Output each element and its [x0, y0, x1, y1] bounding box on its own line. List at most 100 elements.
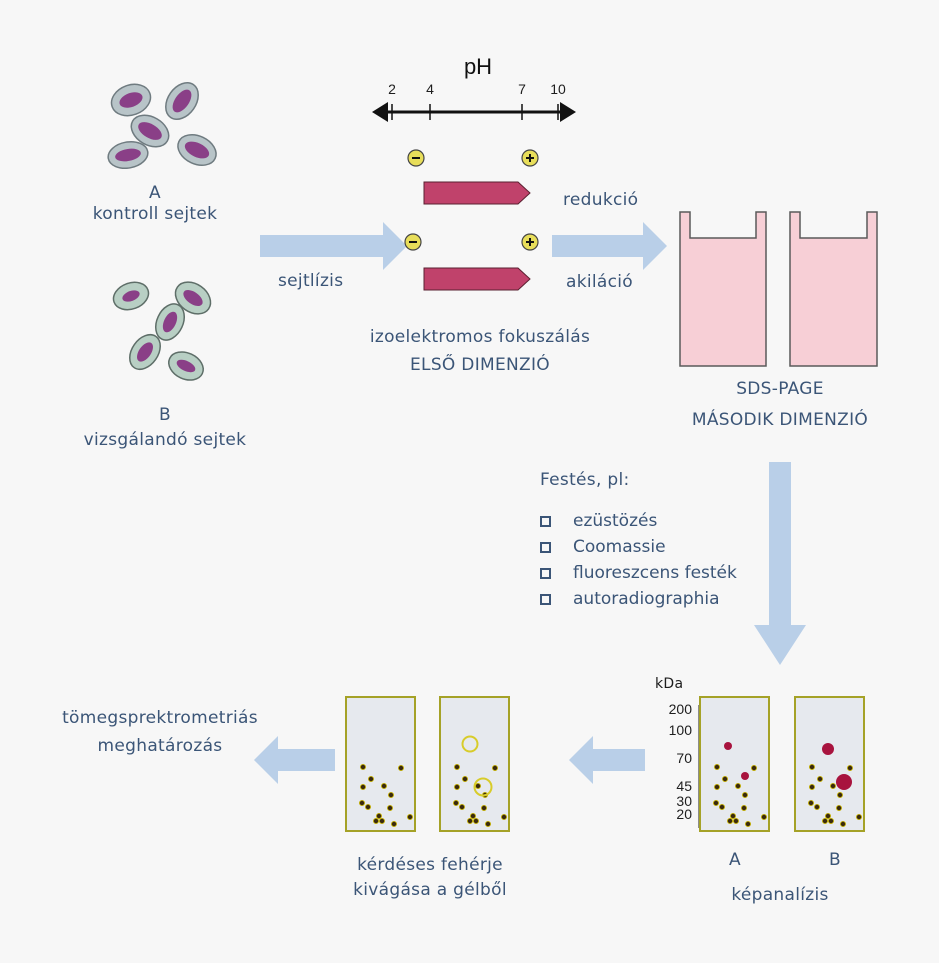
gel-a-spots [713, 764, 768, 828]
spot [822, 818, 829, 825]
cell-b5-icon [168, 351, 204, 381]
gel-a-red-spot [741, 772, 749, 780]
spot [828, 818, 835, 825]
ph-tick-label: 7 [518, 81, 526, 97]
staining-item: Coomassie [540, 534, 737, 560]
gel-a-label: A [729, 850, 741, 870]
staining-list: ezüstözés Coomassie fluoreszcens festék … [540, 508, 737, 612]
spot [745, 821, 752, 828]
spot [452, 800, 459, 807]
spot [375, 813, 382, 820]
spot [367, 776, 374, 783]
cells-b-letter: B [159, 405, 171, 425]
gel-b-spots [808, 764, 863, 828]
ph-tick-label: 2 [388, 81, 396, 97]
ph-title: pH [464, 54, 492, 79]
spot [856, 814, 863, 821]
gel-a [699, 696, 770, 832]
spot [461, 776, 468, 783]
spot [727, 818, 734, 825]
checkbox-icon [540, 593, 551, 605]
spot [742, 792, 749, 799]
cells-a-letter: A [149, 183, 161, 203]
staining-item-label: ezüstözés [573, 511, 658, 531]
checkbox-icon [540, 541, 551, 553]
spot [491, 765, 498, 772]
staining-item-label: autoradiographia [573, 589, 720, 609]
cell-a4-icon [107, 140, 149, 170]
spot [809, 784, 816, 791]
spot [458, 804, 465, 811]
ms-label-line1: tömegsprektrometriás [62, 708, 258, 728]
spot [837, 792, 844, 799]
gel-b-label: B [829, 850, 841, 870]
spot [825, 813, 832, 820]
cell-a1-icon [110, 83, 152, 117]
spot [453, 764, 460, 771]
cells-a-group [107, 82, 217, 170]
cell-a2-icon [165, 82, 199, 120]
excision-gel-1-spots [358, 764, 413, 828]
sds-gel-1 [679, 211, 767, 367]
spot [386, 805, 393, 812]
kda-tick-label: 20 [676, 806, 692, 822]
second-dimension-label: MÁSODIK DIMENZIÓ [691, 410, 869, 430]
excised-spot-ring [473, 777, 493, 797]
spot [809, 764, 816, 771]
spot [817, 776, 824, 783]
cells-b-label: vizsgálandó sejtek [83, 430, 247, 450]
cell-b4-icon [129, 333, 161, 371]
spot [761, 814, 768, 821]
spot [453, 784, 460, 791]
staining-title: Festés, pl: [540, 470, 630, 490]
lysis-arrow [260, 222, 407, 270]
spot [397, 765, 404, 772]
kda-tick-label: 30 [676, 793, 692, 809]
staining-item: fluoreszcens festék [540, 560, 737, 586]
spot [714, 764, 721, 771]
spot [364, 804, 371, 811]
cell-b3-icon [154, 303, 186, 341]
spot [359, 784, 366, 791]
excision-label-line1: kérdéses fehérje [357, 855, 503, 875]
gel-b-red-spot [822, 743, 834, 755]
spot [847, 765, 854, 772]
sds-page-label: SDS-PAGE [736, 379, 824, 399]
gel-a-red-spot [724, 742, 732, 750]
spot [808, 800, 815, 807]
cells-b-group [112, 281, 212, 381]
spot [359, 764, 366, 771]
excision-label-line2: kivágása a gélből [353, 880, 507, 900]
spot [714, 784, 721, 791]
excision-arrow [569, 736, 645, 784]
kda-tick-label: 70 [676, 750, 692, 766]
ph-tick-label: 4 [426, 81, 434, 97]
gel-b [794, 696, 865, 832]
checkbox-icon [540, 567, 551, 579]
image-analysis-label: képanalízis [731, 885, 829, 905]
staining-item-label: Coomassie [573, 537, 666, 557]
ph-scale: pH 2 4 7 10 [372, 54, 576, 122]
spot [733, 818, 740, 825]
kda-tick-label: 45 [676, 778, 692, 794]
cells-a-label: kontroll sejtek [92, 204, 218, 224]
spot [722, 776, 729, 783]
reduction-label: redukció [563, 190, 639, 210]
staining-item: ezüstözés [540, 508, 737, 534]
spot [735, 783, 742, 790]
sds-gel-2 [789, 211, 878, 367]
reduction-arrow [552, 222, 667, 270]
kda-unit-label: kDa [655, 676, 684, 692]
spot [380, 783, 387, 790]
gel-b-red-spot [836, 774, 852, 790]
spot [840, 821, 847, 828]
spot [500, 814, 507, 821]
cell-a3-icon [130, 114, 170, 148]
cell-b2-icon [174, 281, 212, 315]
ief-strip-top [423, 181, 531, 205]
ief-label: izoelektromos fokuszálás [369, 327, 591, 347]
spot [484, 821, 491, 828]
spot [730, 813, 737, 820]
excision-gel-1 [345, 696, 416, 832]
